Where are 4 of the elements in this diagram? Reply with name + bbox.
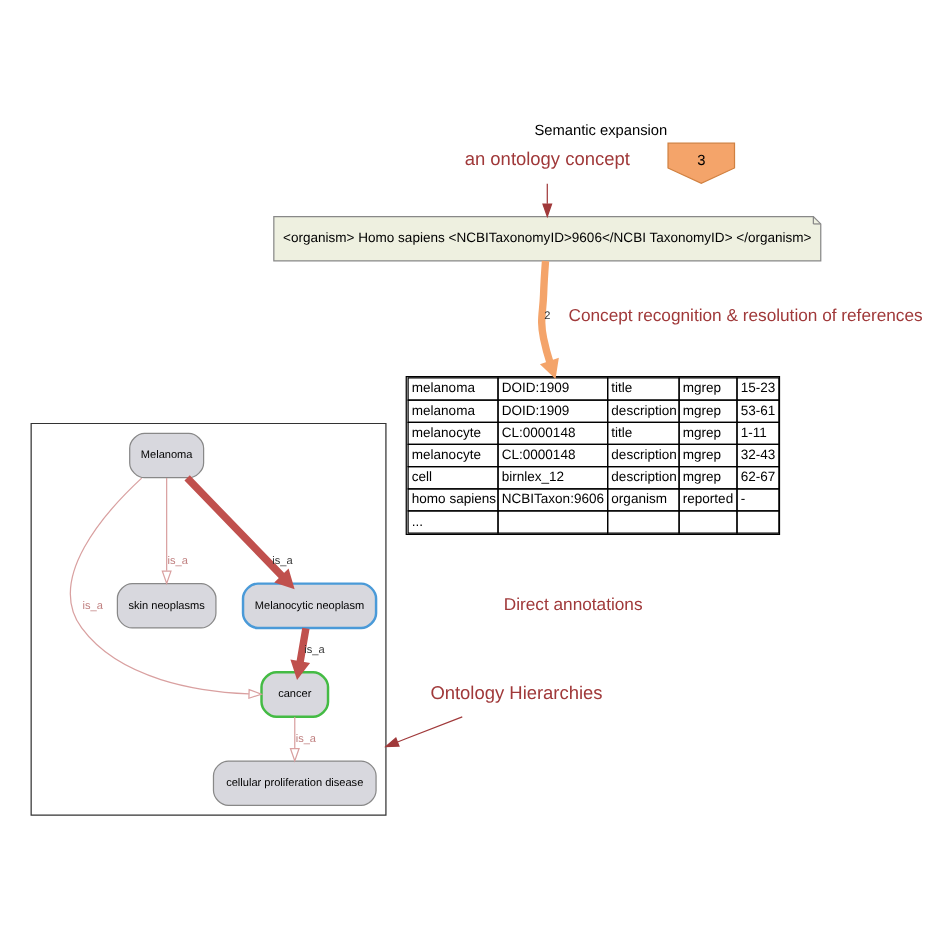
label: Direct annotations [503,594,643,615]
node-text: an ontology concept [464,149,630,170]
node-text: Ontology Hierarchies [430,682,603,703]
label: Concept recognition & resolution of references [568,304,923,325]
